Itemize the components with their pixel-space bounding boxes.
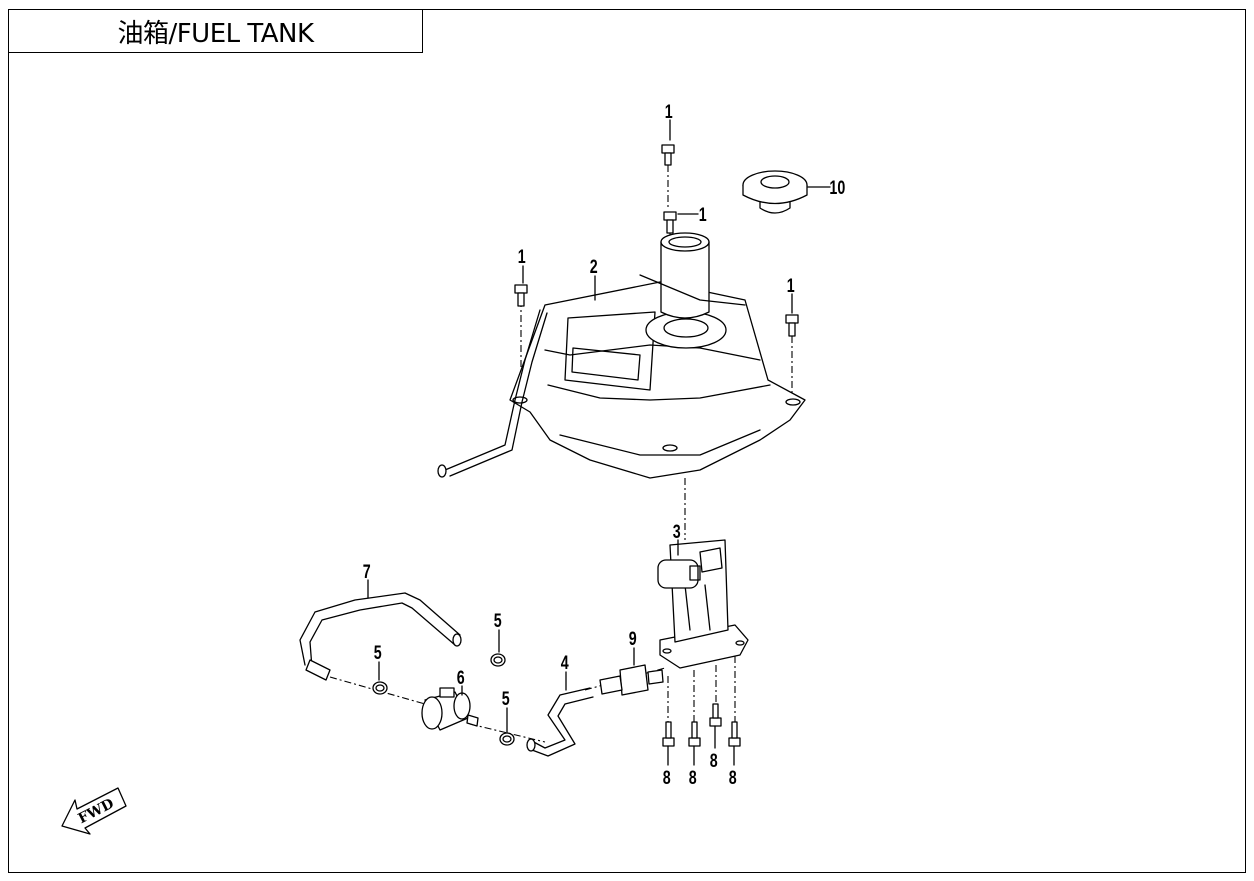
callout-fuel-filter: 6 <box>457 667 465 688</box>
callout-bolt-right: 1 <box>787 275 795 296</box>
hose-4 <box>526 687 594 757</box>
callout-bolt-top: 1 <box>665 101 673 122</box>
callout-bolt-8a: 8 <box>663 767 671 788</box>
fuel-pump <box>657 539 749 669</box>
hose-7 <box>299 592 462 681</box>
bolt-8a <box>662 721 675 747</box>
bolt-left <box>514 284 528 307</box>
clamp-upper <box>490 653 506 667</box>
callout-fuel-pump: 3 <box>673 521 681 542</box>
callout-clamp-lower: 5 <box>502 688 510 709</box>
bolt-8c <box>709 703 722 727</box>
callout-fuel-cap: 10 <box>829 177 845 198</box>
fuel-tank <box>437 232 806 479</box>
callout-clamp-left: 5 <box>374 642 382 663</box>
callouts: 1 1 1 1 2 10 3 9 4 5 5 5 6 7 8 8 8 8 <box>363 101 846 788</box>
clamp-left <box>372 681 388 695</box>
callout-bolt-8c: 8 <box>710 750 718 771</box>
callout-hose-4: 4 <box>561 652 569 673</box>
bolt-right <box>785 314 799 337</box>
drawing-frame <box>8 9 1246 873</box>
callout-bolt-top-lower: 1 <box>699 204 707 225</box>
connector <box>599 664 664 696</box>
page-title: 油箱/FUEL TANK <box>117 18 314 49</box>
callout-clamp-upper: 5 <box>494 610 502 631</box>
callout-bolt-8b: 8 <box>689 767 697 788</box>
callout-fuel-tank: 2 <box>590 256 598 277</box>
bolt-8d <box>728 721 741 747</box>
callout-bolt-left: 1 <box>518 246 526 267</box>
bolt-8b <box>688 721 701 747</box>
bolt-top <box>661 144 675 166</box>
leader-lines <box>367 119 831 766</box>
bolt-top-lower <box>663 211 677 234</box>
fuel-filter <box>421 687 479 731</box>
callout-hose-7: 7 <box>363 561 371 582</box>
clamp-lower <box>499 732 515 746</box>
fwd-arrow-icon: FWD <box>61 787 127 835</box>
callout-bolt-8d: 8 <box>729 767 737 788</box>
title-box: 油箱/FUEL TANK <box>8 9 423 53</box>
callout-connector: 9 <box>629 628 637 649</box>
fuel-cap <box>742 170 808 214</box>
